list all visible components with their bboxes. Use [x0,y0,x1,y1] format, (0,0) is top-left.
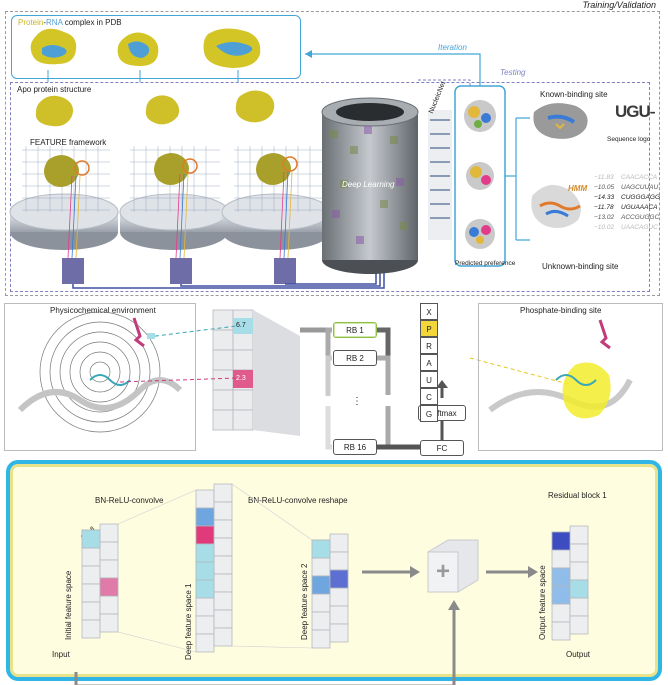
hmm-score-6: −10.02 [594,224,614,231]
deep-space-2-label: Deep feature space 2 [300,564,309,641]
nucleicnet-stripes [428,110,452,240]
sequence-logo-label: Sequence logo [607,136,650,143]
protein-rna-complex-3 [204,28,261,68]
residual-flow-lines [300,330,420,447]
rb-ellipsis: ⋮ [352,396,362,407]
apo-protein-3 [236,90,274,122]
hmm-score-2: −10.05 [594,184,614,191]
class-x: X [420,303,438,320]
rna-ligand-left [90,375,130,385]
sequence-logo: UGU––AUA [615,102,655,122]
protein-ribbon-left [20,380,180,410]
protein-rna-complex-2 [118,32,159,66]
plus-symbol: + [436,558,450,586]
rb-block-2: RB 2 [333,350,377,366]
hmm-seq-2: UAGCUUAU [621,184,658,191]
phosphate-site-label: Phosphate-binding site [520,306,601,315]
apo-protein-1 [36,96,73,127]
class-a: A [420,354,438,371]
rb-block-16: RB 16 [333,439,377,455]
output-space-label: Output feature space [538,565,547,640]
hmm-score-3: −14.33 [594,194,614,201]
output-feature-column [552,526,588,640]
complex-down-arrows [48,70,238,82]
class-p: P [420,320,438,337]
shell-circles [40,312,160,432]
class-u: U [420,371,438,388]
deep-feature-column-2 [312,534,348,648]
output-label: Output [566,650,590,659]
hmm-seq-1: CAACACCA [621,174,657,181]
known-site-label: Known-binding site [540,90,608,99]
feature-stack-2 [170,258,192,284]
hmm-score-4: −11.78 [594,204,614,211]
protein-rna-complex-1 [31,29,77,64]
hmm-label: HMM [568,184,587,193]
known-site-structure [533,103,587,139]
apo-protein-2 [146,95,179,124]
skip-connection [76,606,454,685]
rb-block-1: RB 1 [333,322,377,338]
class-c: C [420,388,438,405]
class-g: G [420,405,438,422]
feature-platform-2 [120,194,228,250]
feature-stack-1 [62,258,84,284]
feature-cube-column [213,310,300,436]
class-r: R [420,337,438,354]
deep-learning-label: Deep Learning [342,180,394,189]
unknown-site-label: Unknown-binding site [542,262,619,271]
hmm-seq-3: CUGGGAGG [621,194,660,201]
hmm-score-5: −13.02 [594,214,614,221]
hmm-seq-4: UGUAAACA [621,204,657,211]
initial-feature-column [82,524,118,638]
hmm-score-1: −11.83 [594,174,614,181]
iteration-arrow [305,54,480,86]
cell-value-top: 6.7 [236,322,246,329]
predicted-preference-label: Predicted preference [455,260,515,267]
initial-space-label: Initial feature space [64,571,73,640]
fc-block: FC [420,440,464,456]
input-label: Input [52,650,70,659]
grid-protein-1 [44,155,79,187]
deep-feature-column-1 [196,484,232,652]
phosphate-panel [478,303,663,451]
cell-value-bottom: 2.3 [236,375,246,382]
phosphate-left [134,318,144,346]
hmm-seq-5: ACCGUGGC [621,214,659,221]
site-bracket [505,118,530,240]
top-pipeline-graphic [0,0,668,300]
feature-stack-3 [274,258,296,284]
deep-space-1-label: Deep feature space 1 [184,584,193,661]
hmm-seq-6: UAACAGUC [621,224,658,231]
